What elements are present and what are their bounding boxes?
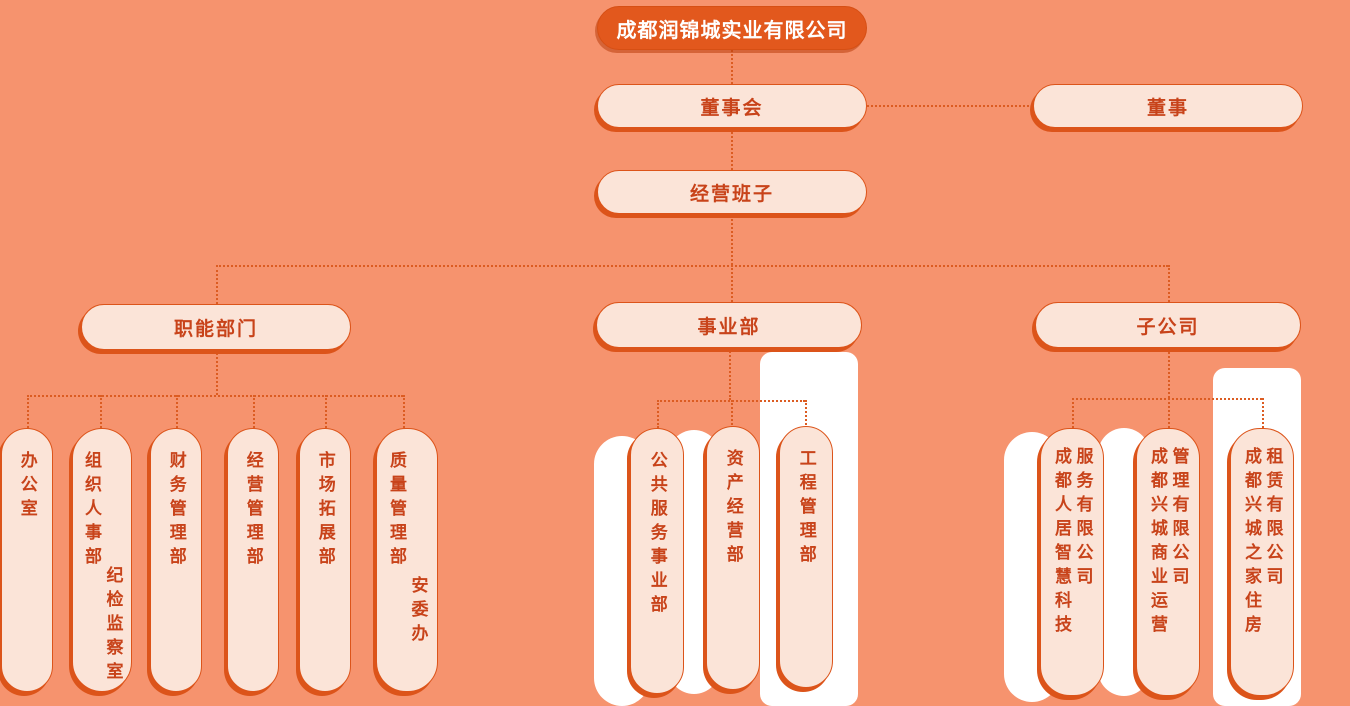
connector-line	[27, 395, 29, 428]
connector-line	[731, 400, 733, 428]
node-public-service-division: 公共服务事业部	[630, 428, 684, 694]
connector-line	[731, 50, 733, 84]
vertical-label: 市场拓展部	[315, 451, 335, 571]
connector-line	[216, 265, 218, 304]
vertical-label: 办公室	[17, 451, 37, 523]
vertical-label: 成都兴城之家住房	[1242, 447, 1261, 639]
vertical-label: 组织人事部	[82, 451, 101, 571]
connector-line	[731, 265, 733, 302]
connector-line	[731, 214, 733, 265]
vertical-label: 管理有限公司	[1169, 447, 1189, 591]
connector-line	[403, 395, 405, 428]
connector-line	[867, 105, 1033, 107]
connector-line	[176, 395, 178, 428]
node-branch-functional-depts: 职能部门	[81, 304, 351, 350]
node-company-root: 成都润锦城实业有限公司	[597, 6, 867, 50]
node-operations-department: 经营管理部	[227, 428, 279, 692]
connector-line	[27, 395, 403, 397]
vertical-label: 资产经营部	[723, 449, 743, 569]
vertical-label: 服务有限公司	[1073, 447, 1093, 591]
connector-line	[1072, 398, 1074, 428]
connector-line	[805, 400, 807, 428]
vertical-label: 纪检监察室	[103, 566, 123, 686]
connector-line	[1262, 398, 1264, 428]
connector-line	[1072, 398, 1262, 400]
node-finance-department: 财务管理部	[150, 428, 202, 692]
node-subsidiary-housing-rental: 成都兴城之家住房 租赁有限公司	[1230, 428, 1294, 696]
node-engineering-division: 工程管理部	[779, 426, 833, 688]
node-subsidiary-renju-smart-tech: 成都人居智慧科技 服务有限公司	[1040, 428, 1104, 696]
node-directors: 董事	[1033, 84, 1303, 128]
vertical-label: 成都兴城商业运营	[1148, 447, 1167, 639]
vertical-label: 成都人居智慧科技	[1052, 447, 1071, 639]
vertical-label: 安委办	[408, 576, 428, 648]
vertical-label: 工程管理部	[796, 449, 816, 569]
connector-line	[325, 395, 327, 428]
node-hr-department: 组织人事部 纪检监察室	[72, 428, 132, 692]
vertical-label: 公共服务事业部	[647, 451, 667, 619]
node-office: 办公室	[1, 428, 53, 692]
node-quality-department: 质量管理部 安委办	[376, 428, 438, 692]
vertical-label: 经营管理部	[243, 451, 263, 571]
connector-line	[1168, 398, 1170, 428]
connector-line	[1168, 348, 1170, 398]
connector-line	[731, 128, 733, 170]
connector-line	[216, 265, 1168, 267]
node-branch-subsidiaries: 子公司	[1035, 302, 1301, 348]
vertical-label: 质量管理部	[387, 451, 406, 571]
node-branch-business-divisions: 事业部	[596, 302, 862, 348]
connector-line	[216, 350, 218, 395]
node-market-expansion-department: 市场拓展部	[299, 428, 351, 692]
node-asset-operation-division: 资产经营部	[706, 426, 760, 690]
node-board: 董事会	[597, 84, 867, 128]
node-subsidiary-commercial-operation: 成都兴城商业运营 管理有限公司	[1136, 428, 1200, 696]
connector-line	[729, 348, 731, 400]
vertical-label: 财务管理部	[166, 451, 186, 571]
node-management-team: 经营班子	[597, 170, 867, 214]
connector-line	[100, 395, 102, 428]
vertical-label: 租赁有限公司	[1263, 447, 1283, 591]
connector-line	[657, 400, 659, 428]
connector-line	[1168, 265, 1170, 302]
connector-line	[253, 395, 255, 428]
